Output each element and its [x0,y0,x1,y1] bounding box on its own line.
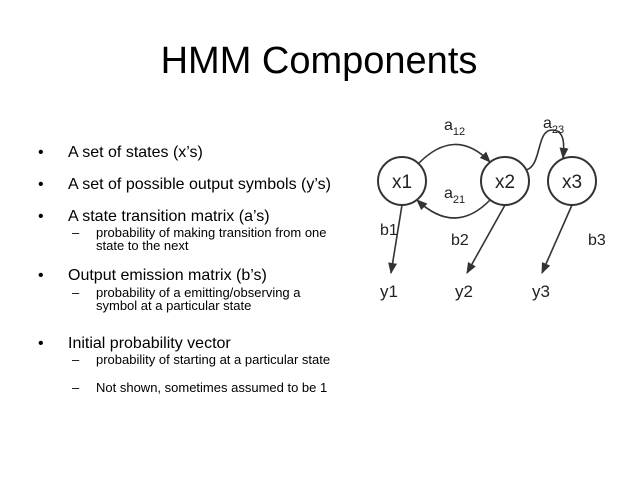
bullet-text: A set of possible output symbols (y’s) [68,176,331,193]
transition-a21-label: a21 [444,185,465,206]
sub-bullet-text: probability of making transition from on… [96,225,327,253]
emission-b1-label: b1 [380,222,398,239]
sub-bullet-initial-2: – Not shown, sometimes assumed to be 1 [38,381,344,394]
transition-a12-label: a12 [444,117,465,138]
slide-title: HMM Components [160,40,478,82]
emission-b1-arrow [388,204,403,275]
sub-bullet-dash: – [72,352,80,367]
bullet-dot: • [38,144,44,161]
bullet-text: Initial probability vector [68,335,231,352]
sub-bullet-emission: – probability of a emitting/observing a … [38,286,344,312]
emission-b2-arrow [466,204,506,274]
emission-b2-label: b2 [451,232,469,249]
bullet-dot: • [38,267,44,284]
bullet-output-symbols: • A set of possible output symbols (y’s) [38,175,368,194]
sub-bullet-initial-1: – probability of starting at a particula… [38,353,344,366]
sub-bullet-text: probability of a emitting/observing a sy… [96,285,301,313]
bullet-dot: • [38,176,44,193]
output-y1-label: y1 [380,282,398,301]
output-y3-label: y3 [532,282,550,301]
bullet-initial-vector: • Initial probability vector [38,334,368,353]
sub-bullet-dash: – [72,285,80,300]
state-x3-label: x3 [562,172,582,193]
bullet-text: Output emission matrix (b’s) [68,267,267,284]
emission-b3-label: b3 [588,232,606,249]
bullet-emission-matrix: • Output emission matrix (b’s) [38,266,368,285]
bullet-dot: • [38,208,44,225]
sub-bullet-transition: – probability of making transition from … [38,226,338,252]
bullet-text: A set of states (x’s) [68,144,203,161]
transition-a21-arrow [416,199,491,219]
transition-a23-label: a23 [543,115,564,136]
transition-a23-arrow [525,129,569,171]
state-x1-label: x1 [392,172,412,193]
transition-a12-arrow [417,143,491,165]
state-x2-label: x2 [495,172,515,193]
sub-bullet-text: probability of starting at a particular … [96,352,331,367]
hmm-diagram: x1 x2 x3 a12 a21 a23 b1 b2 b3 y1 y2 y3 [377,115,606,301]
sub-bullet-dash: – [72,225,80,240]
bullet-transition-matrix: • A state transition matrix (a’s) [38,207,368,226]
sub-bullet-dash: – [72,380,80,395]
output-y2-label: y2 [455,282,473,301]
bullet-states: • A set of states (x’s) [38,143,368,162]
bullet-dot: • [38,335,44,352]
bullet-text: A state transition matrix (a’s) [68,208,270,225]
emission-b3-arrow [541,204,573,275]
sub-bullet-text: Not shown, sometimes assumed to be 1 [96,380,328,395]
